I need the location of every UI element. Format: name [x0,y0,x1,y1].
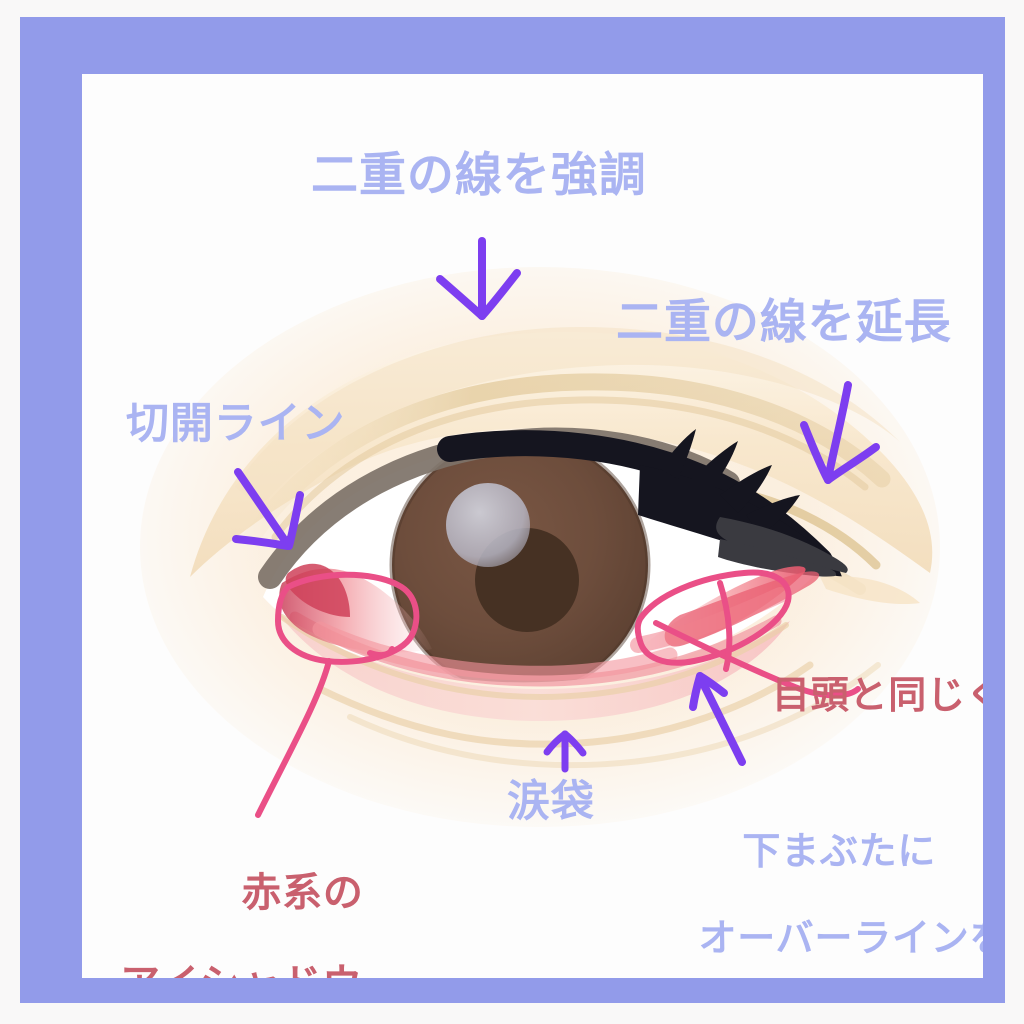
arrow-extend-double-line [800,381,880,484]
tear-bag [278,613,790,721]
eye-illustration [140,237,940,827]
label-under-lid-line2: オーバーラインを引く [698,917,983,960]
iris-group [263,440,820,683]
circle-outer-corner [634,569,792,666]
iris-highlight [446,483,530,567]
eyelashes [660,429,800,535]
lower-outer-liner [716,517,848,573]
label-red-eyeshadow-line2: アイシャドウ [120,962,420,978]
arrow-tear-bag [543,730,587,773]
brow-shade [235,327,900,507]
leader-outer-cross [717,580,733,672]
outer-tail-liner [718,539,836,577]
periwinkle-frame: 二重の線を強調 二重の線を延長 切開ライン 目頭と同じく 涙袋 下まぶたに オー… [20,17,1005,1003]
frame-inner-panel: 二重の線を強調 二重の線を延長 切開ライン 目頭と同じく 涙袋 下まぶたに オー… [82,74,983,978]
leader-red-eyeshadow [255,658,332,818]
under-eye-crease [316,661,814,748]
label-incision-line: 切開ライン [126,400,346,448]
arrow-incision-line [232,468,304,550]
label-tear-bag: 涙袋 [507,778,595,826]
leader-same-as-inner-corner [653,620,861,699]
label-extend-double-line: 二重の線を延長 [616,295,952,348]
circle-inner-corner-tail [367,646,395,659]
under-eye-crease-2 [347,662,881,769]
label-under-lid-overline: 下まぶたに オーバーラインを引く [608,788,983,978]
label-under-lid-line1: 下まぶたに [742,831,937,874]
upper-eyelid-crease-secondary [271,396,869,541]
label-same-as-inner-corner: 目頭と同じく [772,675,983,717]
arrow-under-lid-overline [689,672,746,766]
lower-lid-pink-wash [312,621,678,681]
label-red-eyeshadow: 赤系の アイシャドウ [120,825,420,978]
label-emphasize-double-line: 二重の線を強調 [311,148,647,201]
outer-skin-tail [820,576,920,605]
arrow-emphasize-double-line [436,237,521,320]
label-red-eyeshadow-line1: 赤系の [241,870,364,915]
